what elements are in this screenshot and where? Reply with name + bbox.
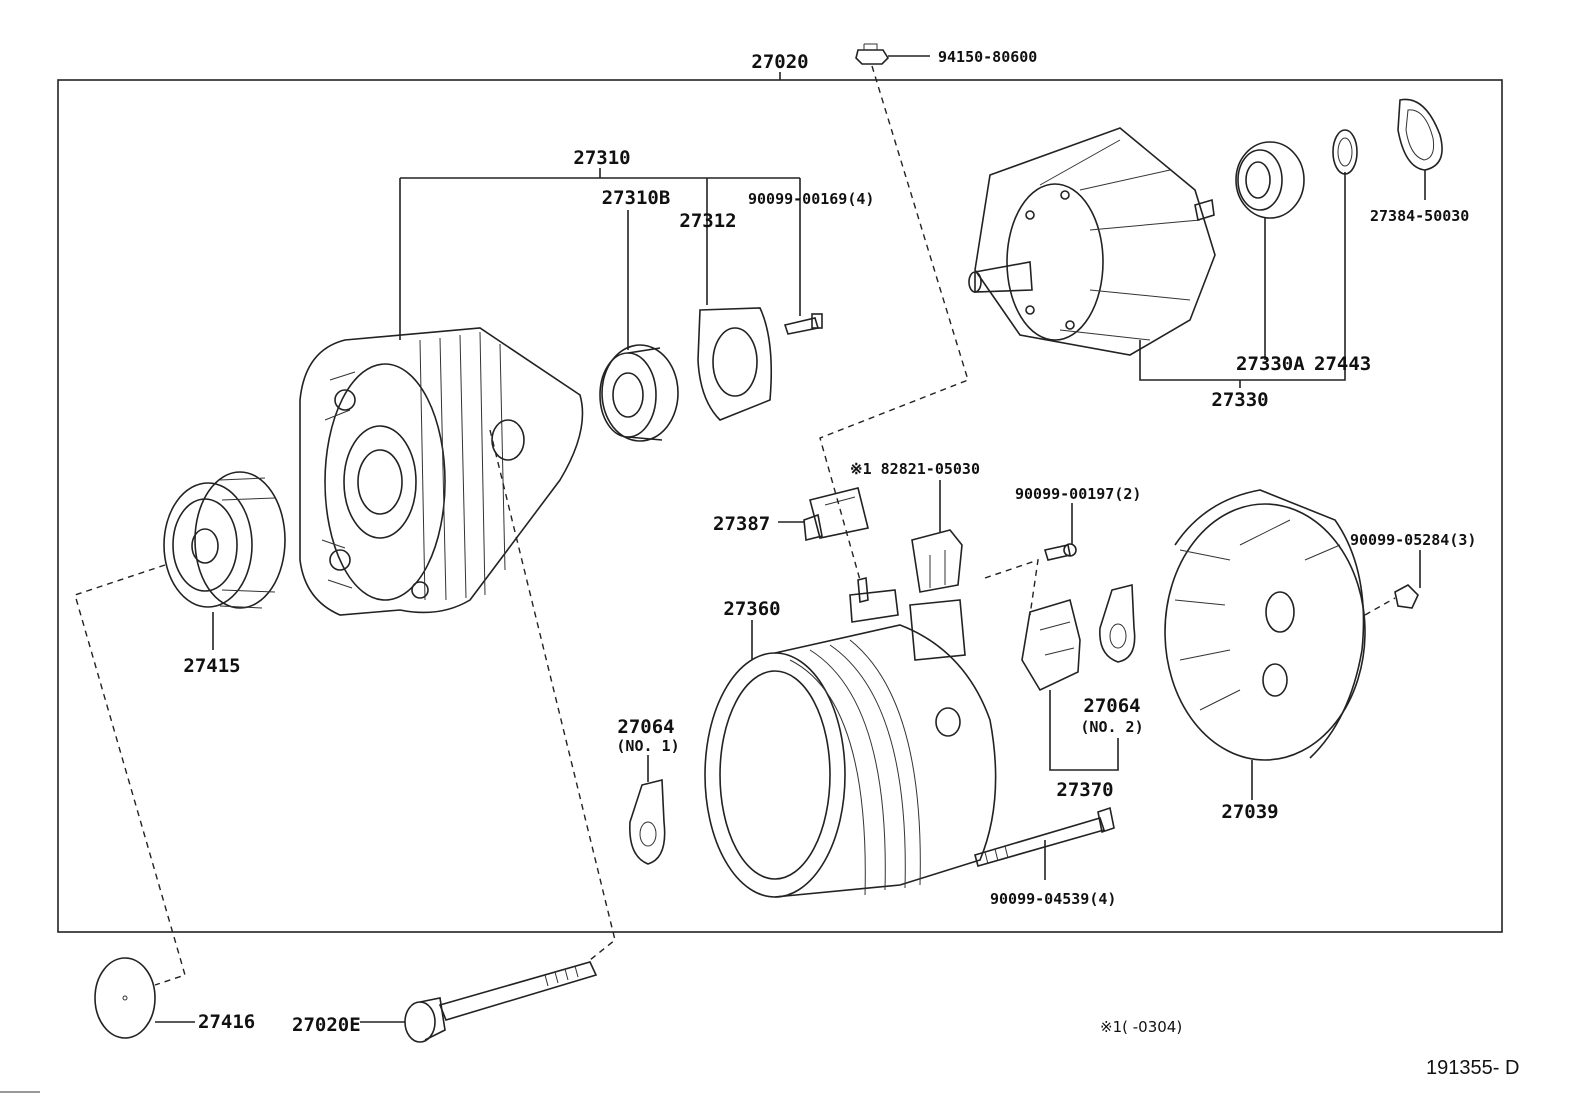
label-pulley: 27415: [183, 655, 240, 677]
front-bearing-part[interactable]: [599, 344, 679, 442]
label-frame-assy: 27310: [573, 147, 630, 169]
label-assembly: 27020: [751, 51, 808, 73]
rotor-gasket-part[interactable]: [1397, 98, 1443, 171]
label-terminal-bolt: 94150-80600: [938, 48, 1037, 66]
stator-frame-part[interactable]: [704, 576, 997, 898]
label-brush-holder-assy: 27370: [1056, 779, 1113, 801]
connector-part[interactable]: [911, 529, 963, 593]
label-rotor-bearing: 27330A: [1236, 353, 1305, 375]
rear-cover-part[interactable]: [1164, 489, 1366, 761]
label-holder-no1: 27064: [617, 716, 674, 738]
through-bolt-part[interactable]: [404, 961, 598, 1043]
label-stator-frame: 27360: [723, 598, 780, 620]
pulley-part[interactable]: [163, 471, 286, 609]
label-cover-nut: 90099-05284(3): [1350, 531, 1476, 549]
front-frame-housing-part[interactable]: [299, 327, 584, 616]
label-insulator: 27387: [713, 513, 770, 535]
label-stator-bolt: 90099-04539(4): [990, 890, 1116, 908]
leader-lines: [155, 55, 1426, 1023]
label-holder-no2-sub: (NO. 2): [1080, 718, 1143, 736]
retainer-plate-part[interactable]: [697, 307, 772, 421]
cover-nut-part[interactable]: [1394, 584, 1419, 609]
label-through-bolt: 27020E: [292, 1014, 361, 1036]
brush-holder-part[interactable]: [1021, 598, 1081, 692]
label-rotor-gasket: 27384-50030: [1370, 207, 1469, 225]
label-retainer-screw: 90099-00169(4): [748, 190, 874, 208]
label-retainer-plate: 27312: [679, 210, 736, 232]
label-holder-no2: 27064: [1083, 695, 1140, 717]
label-bearing-cover: 27443: [1314, 353, 1371, 375]
label-connector: ※1 82821-05030: [850, 460, 980, 478]
pulley-cap-part[interactable]: [94, 957, 156, 1039]
label-pulley-cap: 27416: [198, 1011, 255, 1033]
insulator-part[interactable]: [803, 487, 869, 542]
rotor-bearing-part[interactable]: [1235, 141, 1305, 219]
holder-no2-part[interactable]: [1099, 583, 1136, 663]
footnote: ※1( -0304): [1100, 1018, 1182, 1036]
label-holder-no1-sub: (NO. 1): [616, 737, 679, 755]
retainer-screw-part[interactable]: [783, 313, 823, 335]
holder-no1-part[interactable]: [629, 778, 666, 865]
label-front-bearing: 27310B: [602, 187, 671, 209]
label-rear-cover: 27039: [1221, 801, 1278, 823]
bearing-cover-part[interactable]: [1332, 129, 1358, 175]
drawing-id: 191355- D: [1426, 1057, 1519, 1079]
label-rotor-assy: 27330: [1211, 389, 1268, 411]
label-brush-screw: 90099-00197(2): [1015, 485, 1141, 503]
rotor-part[interactable]: [968, 127, 1216, 356]
stator-bolt-part[interactable]: [974, 806, 1115, 867]
part-labels: 27020 94150-80600 27310 27310B 27312 900…: [183, 48, 1519, 1079]
alignment-dashed-lines: [74, 65, 1396, 986]
terminal-bolt-part[interactable]: [855, 43, 890, 65]
brush-screw-part[interactable]: [1043, 543, 1077, 561]
